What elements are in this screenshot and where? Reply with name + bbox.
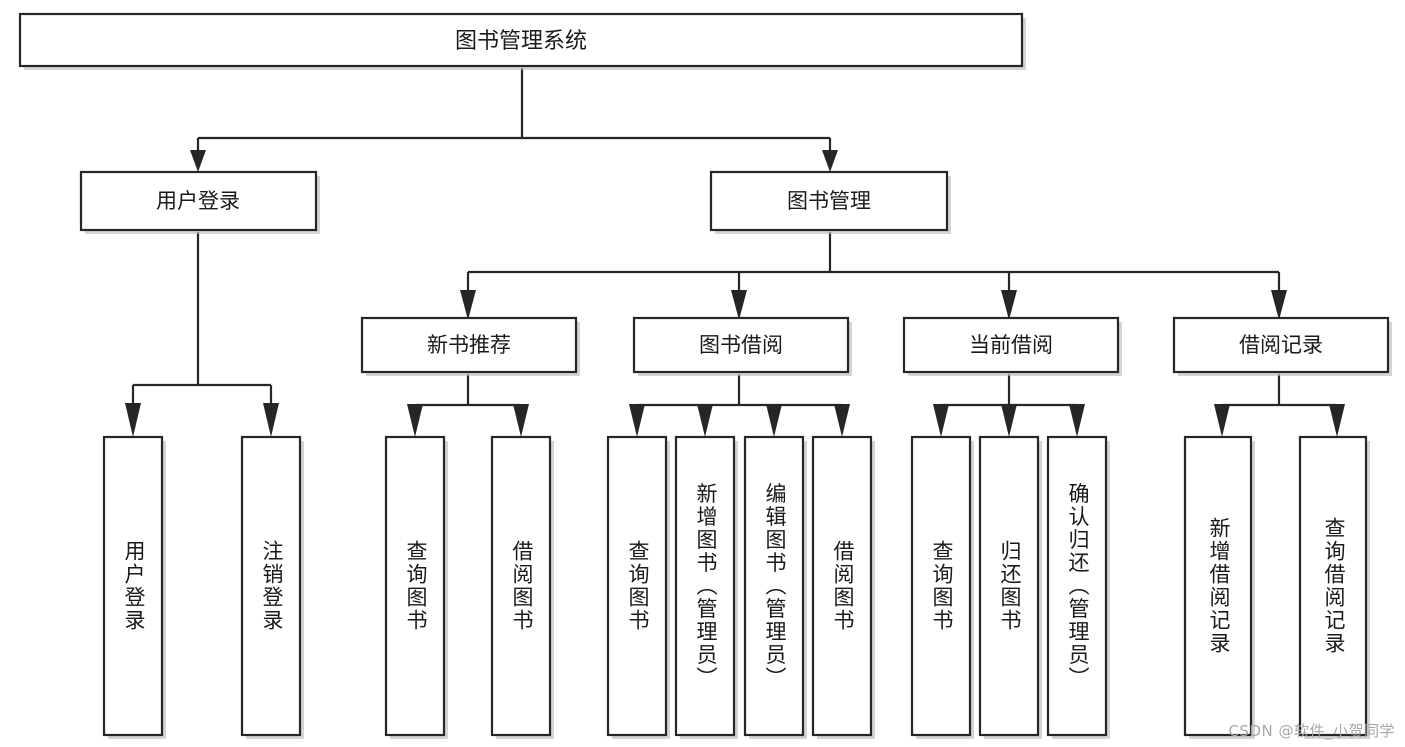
user-login-label: 用户登录 (156, 189, 240, 213)
arrow-borrow-leaf-3 (766, 404, 782, 437)
leaf-new-book-1[interactable]: 借阅图书 (490, 435, 554, 739)
leaf-label: 用户登录 (122, 540, 146, 632)
arrow-to-current-borrow (1001, 290, 1017, 320)
node-book-manage[interactable]: 图书管理 (709, 170, 951, 234)
new-book-box (360, 316, 578, 374)
arrow-to-user-login (190, 150, 206, 172)
arrow-to-book-manage (822, 150, 838, 172)
book-borrow-box (632, 316, 850, 374)
node-borrow-record[interactable]: 借阅记录 (1172, 316, 1392, 376)
leaf-box (811, 435, 873, 737)
leaf-user-login-1[interactable]: 注销登录 (240, 435, 304, 739)
arrow-borrow-leaf-4 (834, 404, 850, 437)
leaf-box (490, 435, 552, 737)
leaf-box (910, 435, 972, 737)
book-manage-label: 图书管理 (787, 189, 871, 213)
new-book-label: 新书推荐 (427, 333, 511, 357)
borrow-record-label: 借阅记录 (1239, 333, 1323, 357)
leaf-new-book-0[interactable]: 查询图书 (384, 435, 448, 739)
node-user-login[interactable]: 用户登录 (79, 170, 320, 234)
arrow-current-leaf-2 (1001, 404, 1017, 437)
leaf-label: 查询借阅记录 (1322, 517, 1346, 655)
leaf-borrow-record-1[interactable]: 查询借阅记录 (1298, 435, 1370, 739)
leaf-label: 查询图书 (404, 540, 428, 632)
leaf-current-borrow-1[interactable]: 归还图书 (978, 435, 1042, 739)
arrow-to-book-borrow (731, 290, 747, 320)
leaf-box (978, 435, 1040, 737)
node-root[interactable]: 图书管理系统 (18, 12, 1026, 70)
node-book-borrow[interactable]: 图书借阅 (632, 316, 852, 376)
leaf-label: 编辑图书（管理员） (763, 483, 787, 690)
leaf-label: 新增借阅记录 (1207, 517, 1231, 655)
leaf-box (1183, 435, 1253, 737)
leaf-label: 注销登录 (260, 540, 284, 632)
leaf-label: 查询图书 (930, 540, 954, 632)
leaf-borrow-record-0[interactable]: 新增借阅记录 (1183, 435, 1255, 739)
book-manage-box (709, 170, 949, 232)
leaf-box (240, 435, 302, 737)
arrow-borrow-leaf-2 (697, 404, 713, 437)
arrow-record-leaf-2 (1329, 404, 1345, 437)
leaf-label: 查询图书 (626, 540, 650, 632)
arrow-current-leaf-3 (1069, 404, 1085, 437)
arrow-to-borrow-record (1271, 290, 1287, 320)
leaf-box (674, 435, 736, 737)
leaf-label: 借阅图书 (831, 540, 855, 632)
connector-layer (125, 68, 1345, 437)
arrow-to-new-book (460, 290, 476, 320)
leaf-label: 借阅图书 (510, 540, 534, 632)
arrow-record-leaf-1 (1214, 404, 1230, 437)
user-login-box (79, 170, 318, 232)
leaf-box (606, 435, 668, 737)
borrow-record-box (1172, 316, 1390, 374)
leaf-box (384, 435, 446, 737)
node-current-borrow[interactable]: 当前借阅 (902, 316, 1122, 376)
leaf-current-borrow-2[interactable]: 确认归还（管理员） (1046, 435, 1110, 739)
leaf-book-borrow-2[interactable]: 编辑图书（管理员） (743, 435, 807, 739)
arrow-new-leaf-1 (407, 404, 423, 437)
leaf-box (1046, 435, 1108, 737)
leaf-current-borrow-0[interactable]: 查询图书 (910, 435, 974, 739)
leaf-label: 新增图书（管理员） (694, 483, 718, 690)
arrow-new-leaf-2 (513, 404, 529, 437)
arrow-to-logout-leaf (263, 403, 279, 437)
leaf-box (743, 435, 805, 737)
arrow-to-user-login-leaf (125, 403, 141, 437)
leaf-box (1298, 435, 1368, 737)
leaf-user-login-0[interactable]: 用户登录 (102, 435, 166, 739)
root-box (18, 12, 1024, 68)
leaf-book-borrow-1[interactable]: 新增图书（管理员） (674, 435, 738, 739)
arrow-borrow-leaf-1 (629, 404, 645, 437)
leaf-box (102, 435, 164, 737)
leaf-book-borrow-3[interactable]: 借阅图书 (811, 435, 875, 739)
leaf-label: 确认归还（管理员） (1066, 483, 1090, 690)
book-borrow-label: 图书借阅 (699, 333, 783, 357)
arrow-current-leaf-1 (933, 404, 949, 437)
current-borrow-label: 当前借阅 (969, 333, 1053, 357)
root-label: 图书管理系统 (455, 29, 587, 54)
node-new-book-recommend[interactable]: 新书推荐 (360, 316, 580, 376)
current-borrow-box (902, 316, 1120, 374)
leaf-book-borrow-0[interactable]: 查询图书 (606, 435, 670, 739)
leaf-label: 归还图书 (998, 540, 1022, 632)
